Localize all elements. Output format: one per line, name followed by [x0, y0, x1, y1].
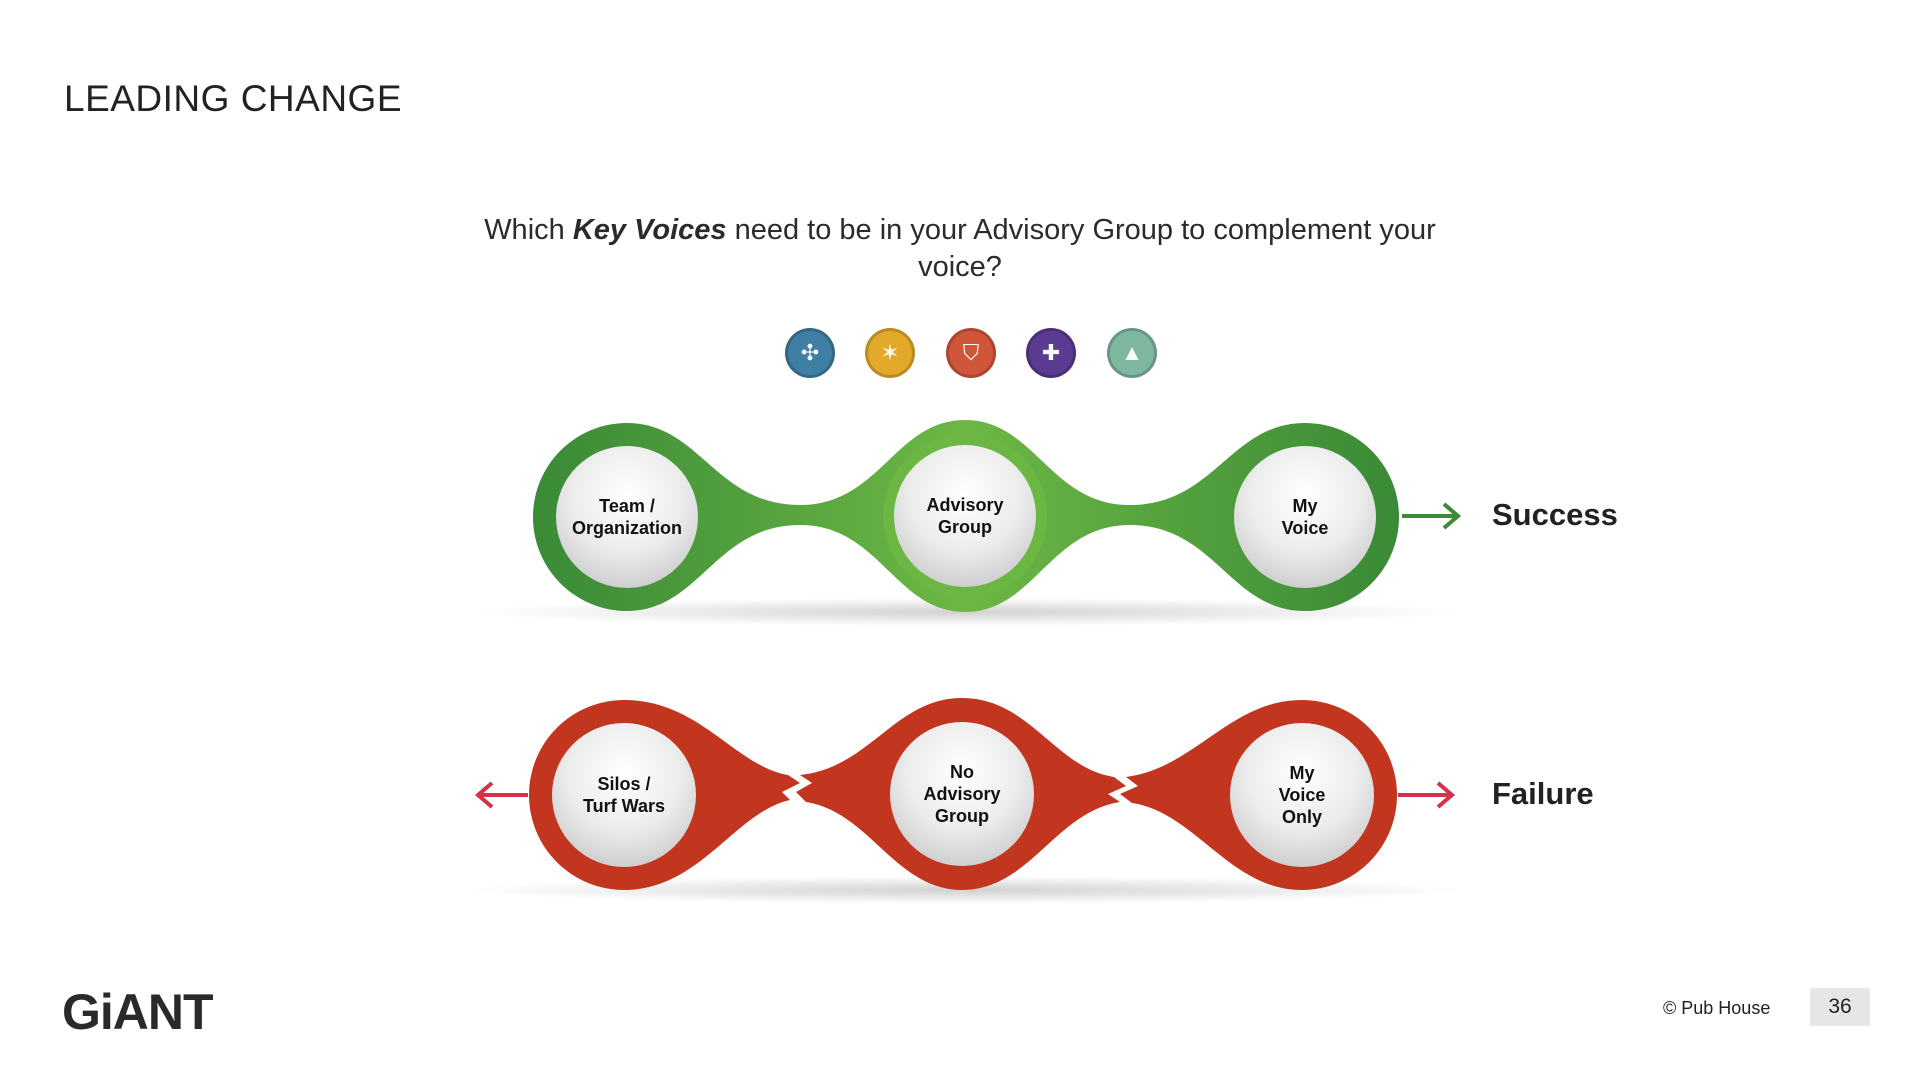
failure-node-2	[890, 722, 1034, 866]
success-arrow	[1402, 502, 1462, 530]
key-voice-icons: ✣ ✶ ⛉ ✚ ▲	[0, 328, 1920, 384]
question-emphasis: Key Voices	[572, 214, 727, 246]
shield-icon: ⛉	[946, 328, 996, 378]
success-node-1-label: Team /Organization	[572, 496, 682, 538]
mountain-icon: ▲	[1107, 328, 1157, 378]
failure-outcome-label: Failure	[1492, 776, 1594, 811]
failure-shadow	[465, 876, 1465, 904]
success-outcome-label: Success	[1492, 497, 1618, 532]
giant-logo: GiANT	[62, 984, 214, 1040]
copyright-text: © Pub House	[1663, 998, 1771, 1018]
telescope-icon: ✶	[865, 328, 915, 378]
failure-node-1	[552, 723, 696, 867]
page-title: LEADING CHANGE	[64, 78, 403, 119]
success-node-1	[556, 446, 698, 588]
success-node-2	[894, 445, 1036, 587]
medical-kit-icon: ✚	[1026, 328, 1076, 378]
failure-left-arrow	[474, 781, 528, 809]
connector-icon: ✣	[785, 328, 835, 378]
success-node-3	[1234, 446, 1376, 588]
question-prefix: Which	[484, 214, 573, 246]
failure-node-3	[1230, 723, 1374, 867]
failure-right-arrow	[1398, 781, 1456, 809]
failure-node-1-label: Silos /Turf Wars	[583, 774, 665, 816]
question-suffix: need to be in your Advisory Group to com…	[726, 214, 1436, 283]
page-number: 36	[1810, 988, 1870, 1026]
question-text: Which Key Voices need to be in your Advi…	[460, 212, 1460, 286]
